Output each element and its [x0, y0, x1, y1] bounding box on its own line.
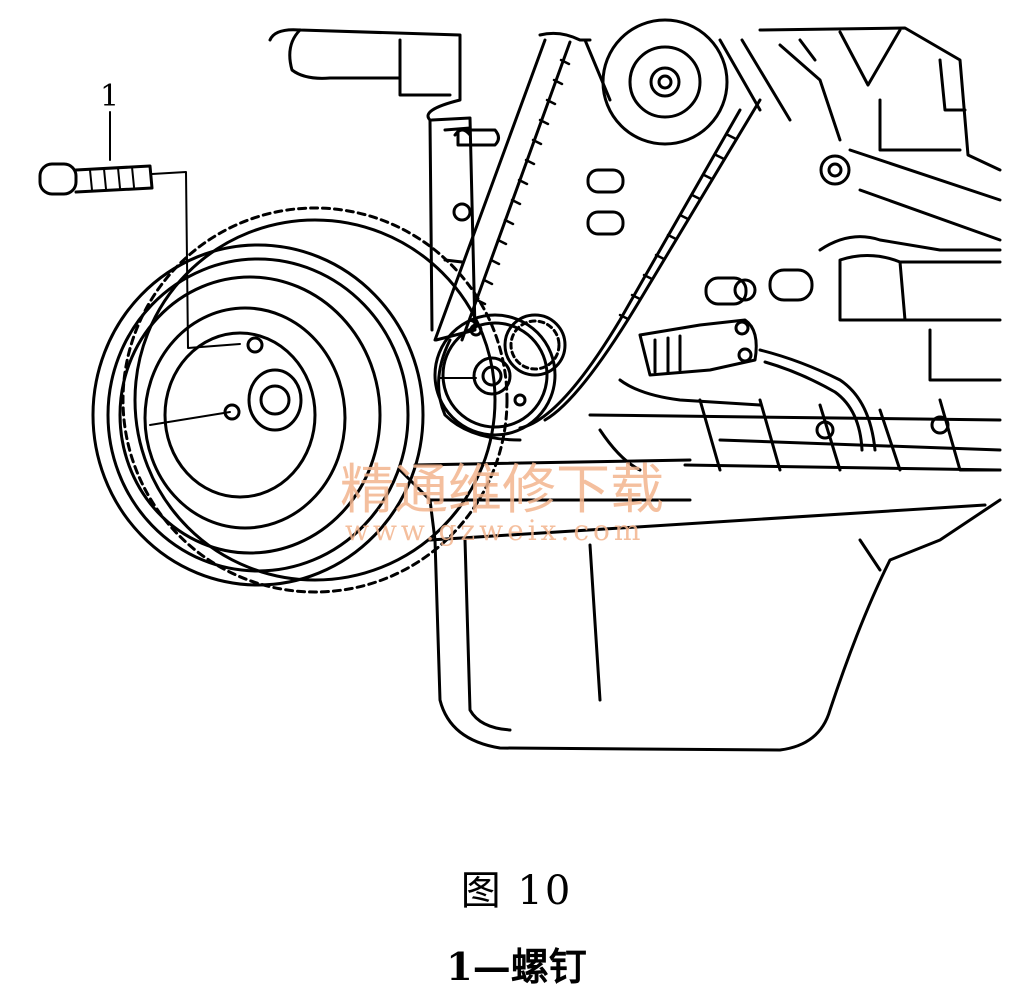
- callout-label-1: 1: [100, 79, 119, 114]
- bolt-1: [38, 162, 154, 196]
- figure-title: 图 10: [460, 868, 573, 914]
- watermark-name: 精通维修下载: [340, 458, 664, 521]
- watermark-url: www.gzweix.com: [345, 514, 644, 547]
- crankshaft-pulley: [91, 206, 509, 594]
- watermark: 精通维修下载 www.gzweix.com: [340, 458, 664, 547]
- callout-leader: [109, 111, 477, 426]
- tensioner-pulley: [601, 18, 729, 146]
- sensor-connector: [638, 318, 877, 452]
- figure-legend: 1—螺钉: [446, 944, 587, 989]
- engine-block: [268, 26, 1002, 472]
- bolt-cluster: [456, 128, 814, 306]
- oil-pan: [398, 458, 1002, 752]
